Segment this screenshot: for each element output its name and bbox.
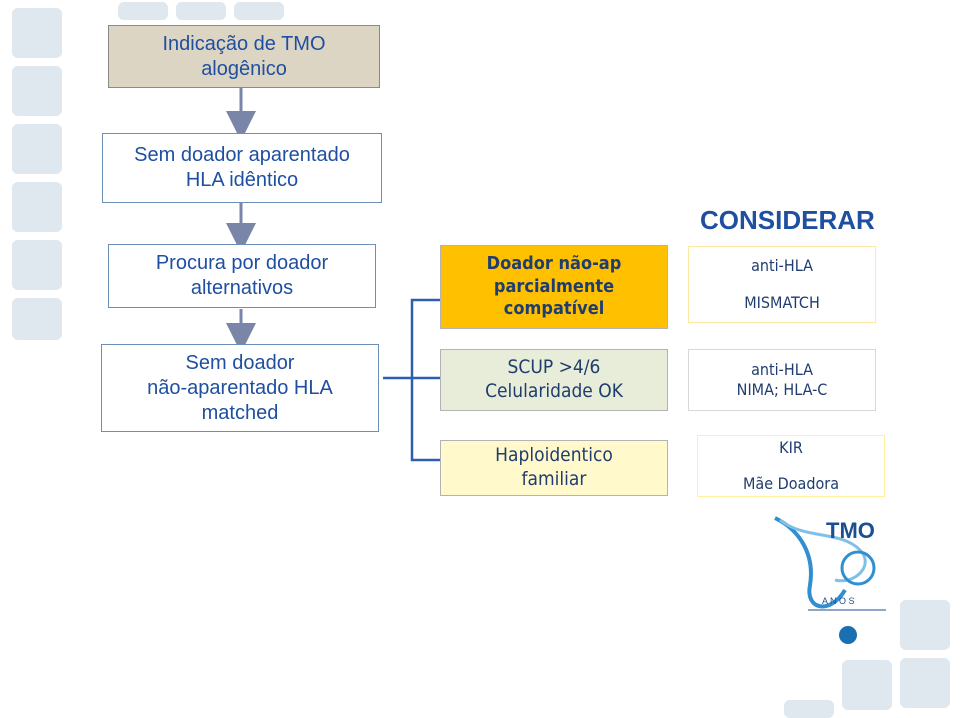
- box-text-line: HLA idêntico: [185, 169, 299, 191]
- box-text-line: Doador não-ap: [486, 253, 622, 275]
- box-indicacao-tmo: Indicação de TMO alogênico: [108, 25, 380, 88]
- decorative-square: [12, 182, 62, 232]
- box-text-line: Mãe Doadora: [742, 474, 840, 493]
- box-text-line: parcialmente: [493, 275, 615, 297]
- box-text-line: anti-HLA: [751, 360, 813, 379]
- box-text-line: alogênico: [201, 57, 287, 80]
- box-procura-doador: Procura por doador alternativos: [108, 244, 376, 308]
- box-doador-parcialmente-compativel: Doador não-ap parcialmente compatível: [440, 245, 668, 329]
- decorative-square: [118, 2, 168, 20]
- box-text-line: SCUP >4/6: [507, 356, 601, 379]
- decorative-square: [176, 2, 226, 20]
- box-text-line: não-aparentado HLA: [147, 376, 333, 399]
- box-text-line: matched: [201, 401, 279, 424]
- decorative-square: [12, 8, 62, 58]
- box-text-line: NIMA; HLA-C: [736, 380, 828, 399]
- box-text-line: MISMATCH: [744, 293, 820, 313]
- box-scup: SCUP >4/6 Celularidade OK: [440, 349, 668, 411]
- bracket-connector: [383, 298, 440, 462]
- box-text-line: compatível: [503, 298, 605, 320]
- logo-text: TMO: [826, 518, 875, 543]
- considerar-heading: CONSIDERAR: [700, 205, 875, 235]
- box-text-line: KIR: [779, 438, 803, 457]
- box-sem-doador-nao-aparentado: Sem doador não-aparentado HLA matched: [101, 344, 379, 432]
- box-text-line: Indicação de TMO: [162, 32, 326, 55]
- decorative-square: [234, 2, 284, 20]
- tmo-logo: TMO A N O S: [760, 510, 890, 660]
- box-kir-mae-doadora: KIR Mãe Doadora: [697, 435, 885, 497]
- box-haploidentico: Haploidentico familiar: [440, 440, 668, 496]
- decorative-square: [842, 660, 892, 710]
- box-text-line: Celularidade OK: [485, 380, 623, 402]
- decorative-square: [784, 700, 834, 718]
- box-anti-hla-mismatch: anti-HLA MISMATCH: [688, 246, 876, 323]
- box-text-line: anti-HLA: [751, 255, 813, 275]
- box-text-line: Sem doador aparentado: [134, 144, 350, 166]
- decorative-square: [12, 66, 62, 116]
- box-anti-hla-nima: anti-HLA NIMA; HLA-C: [688, 349, 876, 411]
- decorative-square: [900, 658, 950, 708]
- box-text-line: Sem doador: [185, 351, 295, 374]
- box-text-line: familiar: [521, 468, 587, 490]
- box-text-line: Haploidentico: [495, 444, 613, 467]
- decorative-square: [900, 600, 950, 650]
- box-sem-doador-aparentado: Sem doador aparentado HLA idêntico: [102, 133, 382, 203]
- decorative-square: [12, 240, 62, 290]
- decorative-square: [12, 124, 62, 174]
- logo-subtext: A N O S: [822, 596, 855, 606]
- box-text-line: Procura por doador: [155, 252, 329, 274]
- decorative-square: [12, 298, 62, 340]
- box-text-line: alternativos: [190, 277, 294, 299]
